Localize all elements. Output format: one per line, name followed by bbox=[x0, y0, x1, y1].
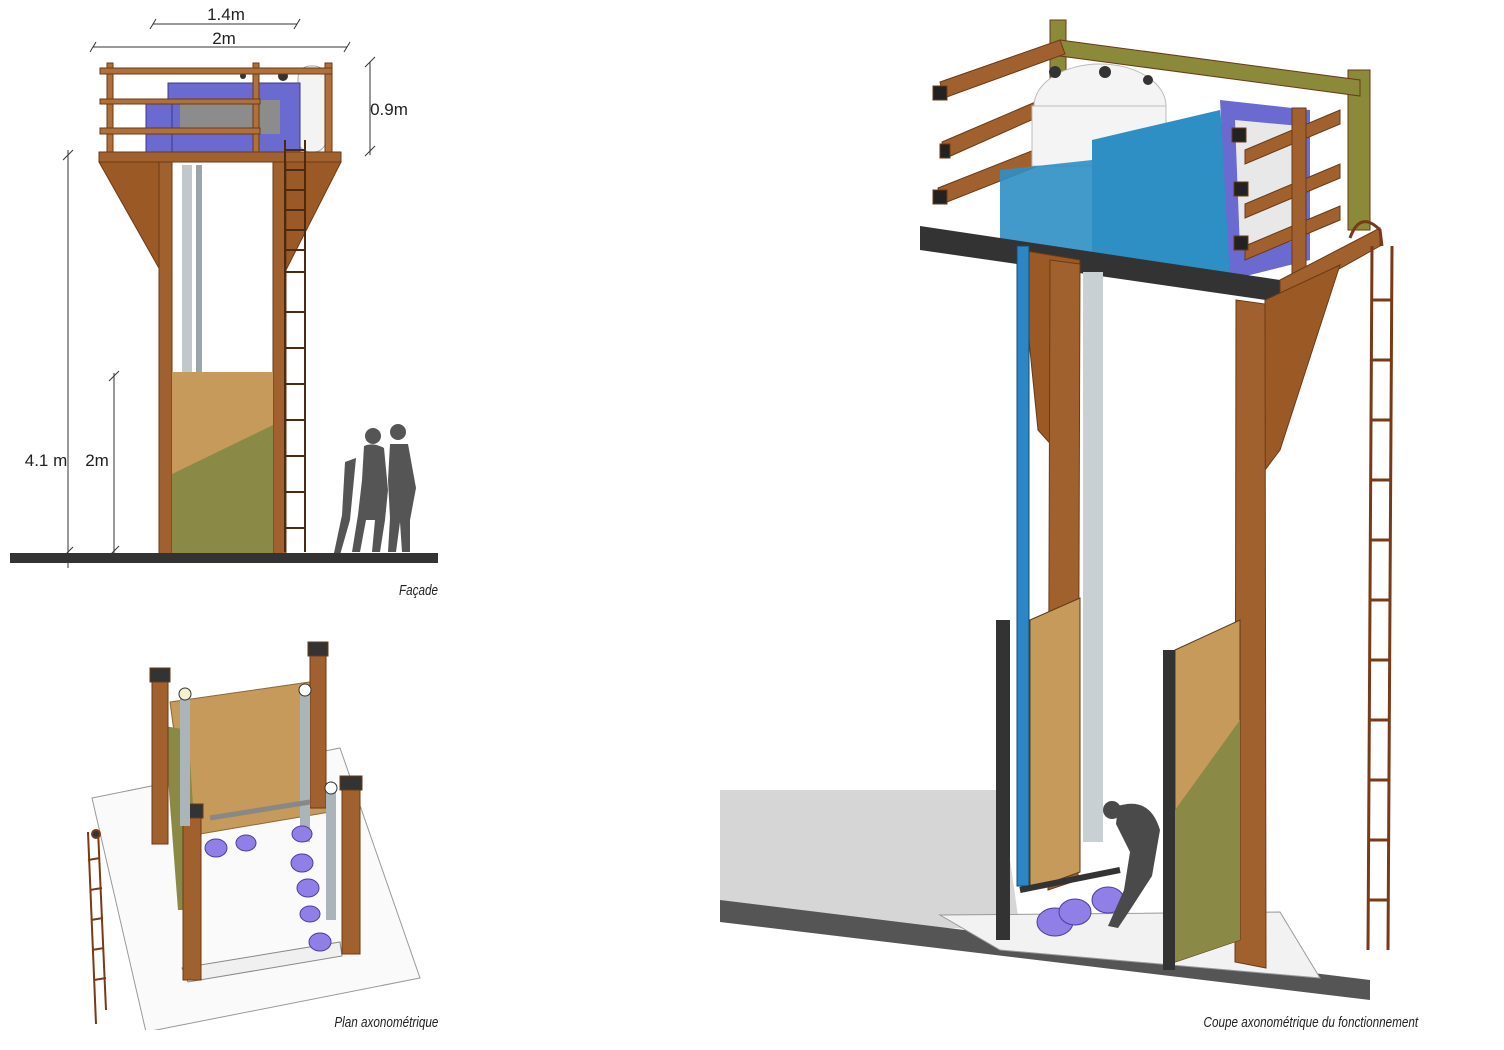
facade-tank bbox=[145, 65, 327, 154]
people-silhouette bbox=[334, 424, 416, 555]
facade-platform bbox=[98, 151, 342, 163]
facade-ladder bbox=[284, 140, 306, 552]
section-railing bbox=[932, 19, 1371, 231]
facade-left-brace bbox=[98, 161, 161, 272]
section-blue-pipe bbox=[1016, 245, 1030, 887]
section-ladder bbox=[1348, 220, 1394, 951]
section-right-brace bbox=[1264, 264, 1341, 472]
facade-left-post bbox=[158, 161, 173, 555]
facade-right-brace bbox=[285, 161, 342, 271]
section-drawing bbox=[720, 10, 1440, 1000]
section-green-panel bbox=[1175, 720, 1240, 962]
section-plywood-left bbox=[1029, 597, 1081, 891]
plan-ladder bbox=[87, 829, 107, 1025]
section-tap-bar bbox=[1019, 867, 1121, 893]
section-svg bbox=[720, 19, 1394, 1000]
plan-svg bbox=[87, 641, 421, 1033]
section-person bbox=[1103, 801, 1160, 928]
ground-line bbox=[10, 553, 438, 563]
section-platform bbox=[920, 226, 1280, 302]
plan-drawing bbox=[70, 630, 450, 1033]
dim-rail-height: 0.9m bbox=[370, 100, 408, 119]
plan-caption: Plan axonométrique bbox=[333, 1014, 438, 1031]
facade-green-panel bbox=[172, 425, 273, 554]
facade-pipe-2 bbox=[196, 165, 202, 373]
dim-top-width: 1.4m bbox=[207, 5, 245, 24]
ground-shadow bbox=[720, 790, 1020, 930]
section-buckets bbox=[1036, 886, 1125, 937]
plan-pipes bbox=[178, 683, 338, 920]
facade-svg: 1.4m 2m 0.9m 4.1 m 2m bbox=[10, 5, 438, 568]
dim-overall-width: 2m bbox=[212, 29, 236, 48]
section-grey-pipe bbox=[1083, 272, 1103, 842]
facade-caption: Façade bbox=[398, 582, 438, 599]
section-railing-front bbox=[1231, 107, 1341, 277]
facade-pipe bbox=[182, 165, 192, 373]
section-caption: Coupe axonométrique du fonctionnement bbox=[1203, 1014, 1418, 1031]
dim-wall-height: 2m bbox=[85, 451, 109, 470]
section-right-frame bbox=[1163, 650, 1175, 970]
dim-total-height: 4.1 m bbox=[25, 451, 68, 470]
facade-railing bbox=[99, 62, 333, 154]
plan-posts bbox=[149, 641, 363, 981]
facade-drawing: 1.4m 2m 0.9m 4.1 m 2m bbox=[0, 0, 460, 580]
plan-buckets bbox=[204, 825, 332, 952]
section-left-frame bbox=[996, 620, 1010, 940]
